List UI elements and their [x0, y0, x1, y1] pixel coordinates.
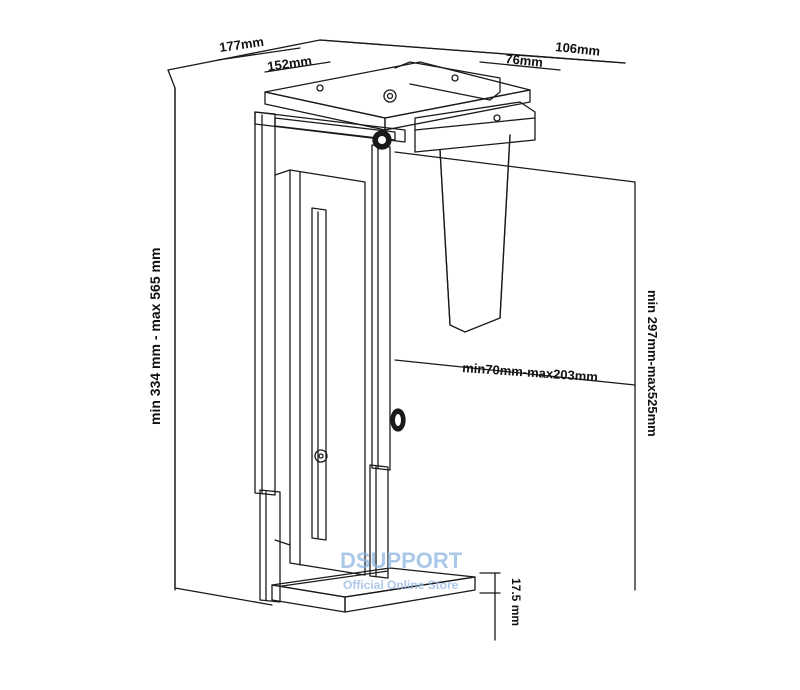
top-knob	[372, 130, 392, 150]
watermark-tagline: Official Online Store	[343, 578, 459, 592]
side-knob-right	[390, 408, 406, 432]
label-base-height: 17.5 mm	[509, 578, 523, 626]
desk-clamp-bracket	[439, 134, 511, 333]
bottom-tray	[271, 567, 476, 613]
label-top-inner-depth: 76mm	[505, 51, 544, 70]
label-pc-width-range: min70mm-max203mm	[462, 360, 599, 384]
inner-frame	[274, 169, 366, 576]
side-panel-left	[174, 87, 273, 606]
side-panel-right	[394, 151, 636, 591]
label-pc-height-range: min 297mm-max525mm	[645, 290, 660, 437]
sliding-plate	[414, 101, 536, 153]
watermark-brand: DSUPPORT	[340, 548, 463, 573]
side-knob-left	[314, 449, 328, 463]
right-vertical-post	[369, 144, 391, 579]
label-top-width: 177mm	[218, 34, 264, 55]
left-vertical-post	[254, 111, 281, 603]
label-top-depth: 106mm	[555, 39, 601, 59]
label-height-range: min 334 mm - max 565 mm	[147, 248, 163, 425]
label-top-inner-width: 152mm	[266, 53, 312, 74]
base-height-dimension	[479, 572, 501, 641]
top-bracket	[264, 61, 531, 131]
dimension-lines-top	[217, 47, 613, 73]
